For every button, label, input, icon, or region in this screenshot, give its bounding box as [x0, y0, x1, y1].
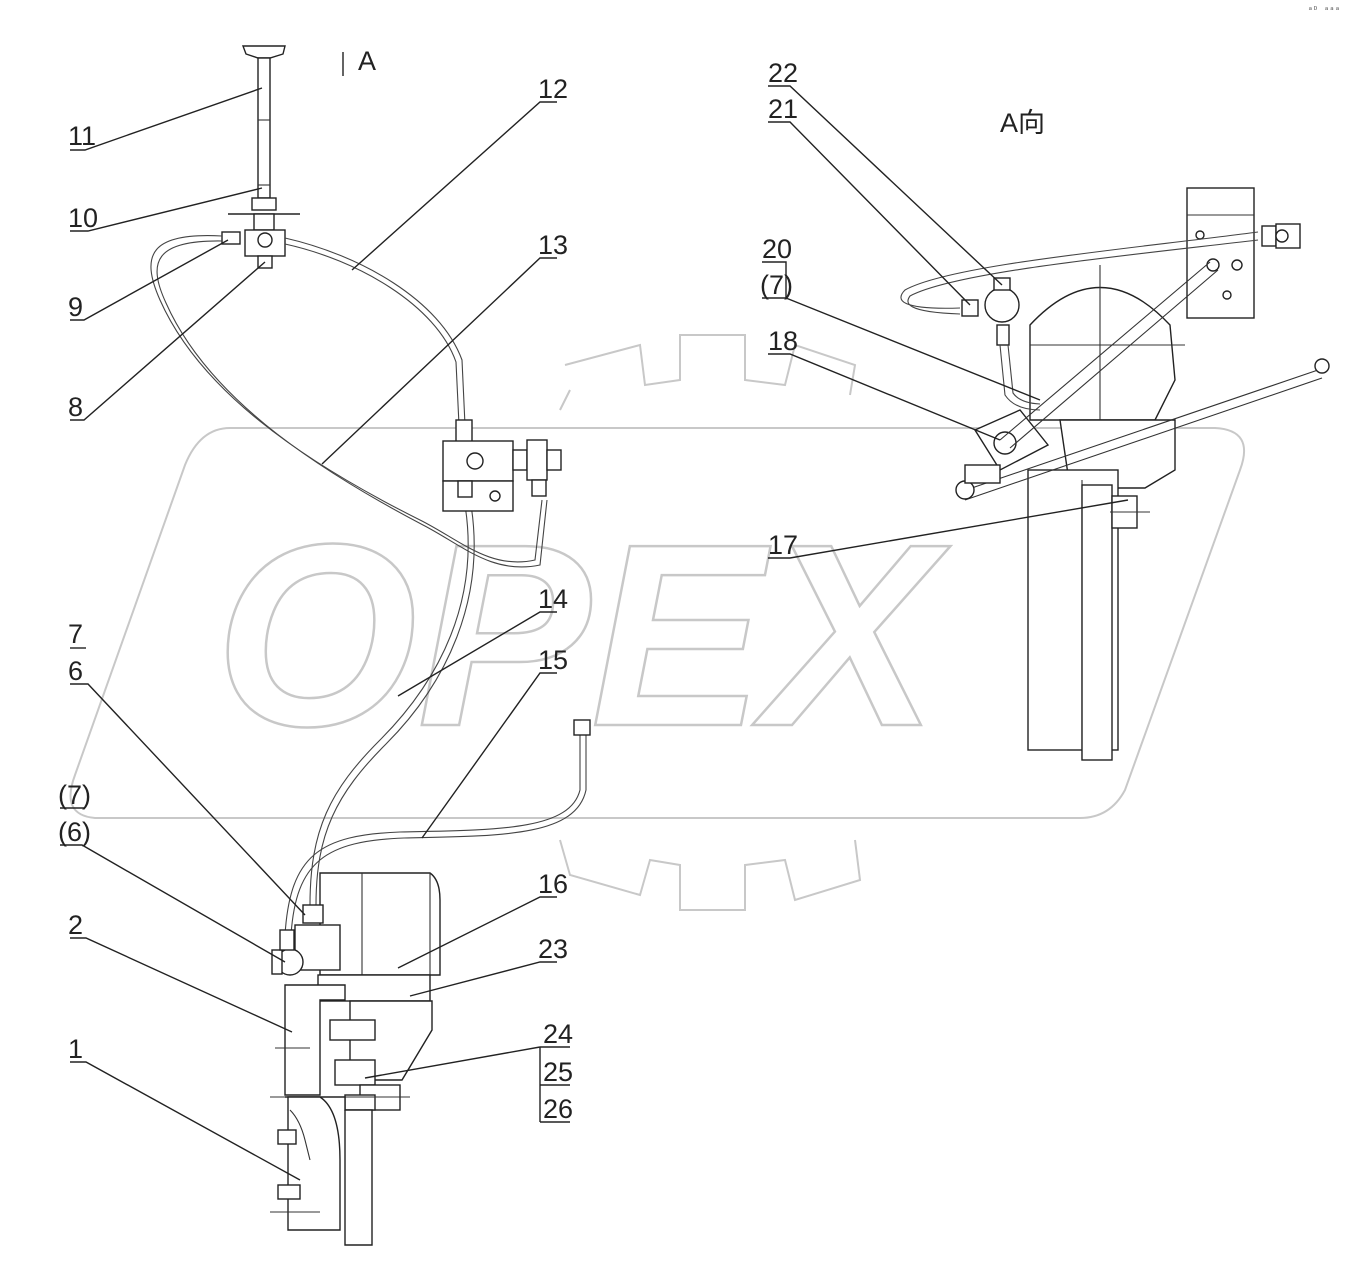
- tank-16: [319, 872, 441, 976]
- bracket-2: [284, 984, 346, 1096]
- label-7-ref: (7): [58, 780, 91, 810]
- label-24: 24: [543, 1019, 573, 1049]
- label-12: 12: [538, 74, 568, 104]
- label-14: 14: [538, 584, 568, 614]
- label-9: 9: [68, 292, 83, 322]
- watermark-text: OPEX: [215, 491, 951, 781]
- label-26: 26: [543, 1094, 573, 1124]
- label-8: 8: [68, 392, 83, 422]
- label-1: 1: [68, 1034, 83, 1064]
- mount-block: [1186, 187, 1255, 319]
- label-25: 25: [543, 1057, 573, 1087]
- handle-knob: [241, 45, 286, 59]
- distribution-block: [442, 419, 562, 512]
- label-21: 21: [768, 94, 798, 124]
- handle-rod: [257, 57, 271, 199]
- corner-mark: ᵃᴰ ᵃᵃᵃ: [1307, 6, 1340, 16]
- label-18: 18: [768, 326, 798, 356]
- base-1: [285, 1096, 373, 1246]
- view-label: A向: [1000, 108, 1045, 138]
- label-2: 2: [68, 910, 83, 940]
- label-6: 6: [68, 656, 83, 686]
- part-labels: 11 10 9 8 12 13 14 15 7 6 (7) (6) 2 1 16…: [58, 58, 798, 1124]
- pump-assembly: [270, 872, 441, 1246]
- label-7-ref-b: (7): [760, 270, 793, 300]
- end-fitting: [1314, 358, 1330, 374]
- label-11: 11: [68, 121, 96, 151]
- pipe-13: [150, 235, 543, 563]
- label-10: 10: [68, 203, 98, 233]
- label-23: 23: [538, 934, 568, 964]
- label-17: 17: [768, 530, 798, 560]
- label-15: 15: [538, 645, 568, 675]
- label-16: 16: [538, 869, 568, 899]
- section-label: A: [358, 46, 376, 76]
- label-22: 22: [768, 58, 798, 88]
- view-a-assembly: [900, 187, 1330, 761]
- pipe-loop: [900, 231, 1259, 309]
- fitting-21: [961, 299, 979, 317]
- label-13: 13: [538, 230, 568, 260]
- pipe-end-fitting: [573, 719, 591, 736]
- pipe-14: [309, 504, 469, 906]
- watermark-gear: [559, 334, 862, 911]
- pipe-12: [284, 237, 466, 426]
- watermark-badge: [69, 427, 1245, 819]
- handle-collar: [251, 197, 277, 211]
- valve-22: [984, 287, 1020, 323]
- label-6-ref: (6): [58, 817, 91, 847]
- leader-lines: [60, 85, 1129, 1181]
- label-20: 20: [762, 234, 792, 264]
- pipe-15: [284, 735, 581, 936]
- handle-assembly: [221, 45, 300, 269]
- label-7: 7: [68, 619, 83, 649]
- pipes: [150, 235, 591, 936]
